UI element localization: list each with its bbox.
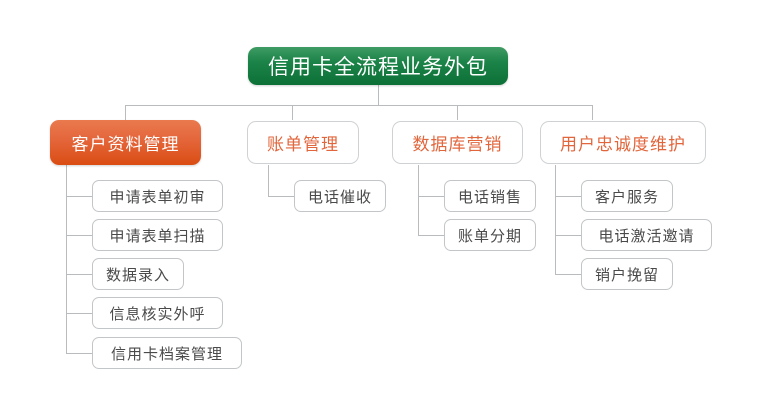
leaf-node-account-closure-retention[interactable]: 销户挽留 [581,258,673,290]
leaf-node-label: 信息核实外呼 [109,306,206,323]
connector-drop-branch-3 [457,105,458,120]
connector-stub-b1-c1 [66,196,92,197]
connector-trunk-branch-1 [66,165,67,354]
connector-trunk-branch-2 [268,165,269,197]
leaf-node-bill-installment[interactable]: 账单分期 [444,219,536,251]
leaf-node-label: 电话激活邀请 [598,228,695,245]
branch-node-label: 用户忠诚度维护 [560,135,686,154]
leaf-node-phone-activation-invitation[interactable]: 电话激活邀请 [581,219,712,251]
connector-trunk-branch-4 [555,165,556,275]
connector-stub-b1-c4 [66,313,92,314]
branch-node-database-marketing[interactable]: 数据库营销 [392,121,523,164]
leaf-node-info-verification-outbound-call[interactable]: 信息核实外呼 [92,297,223,329]
connector-stub-b1-c2 [66,235,92,236]
leaf-node-label: 账单分期 [457,228,522,245]
leaf-node-label: 电话催收 [307,189,372,206]
leaf-node-label: 销户挽留 [594,267,659,284]
leaf-node-data-entry[interactable]: 数据录入 [92,258,184,290]
leaf-node-phone-collection[interactable]: 电话催收 [294,180,386,212]
root-node-label: 信用卡全流程业务外包 [268,55,488,79]
connector-trunk-branch-3 [418,165,419,236]
connector-drop-branch-4 [592,105,593,120]
leaf-node-label: 申请表单初审 [109,189,206,206]
leaf-node-label: 信用卡档案管理 [110,346,223,363]
leaf-node-credit-card-archive-management[interactable]: 信用卡档案管理 [92,337,242,369]
connector-stub-b3-c1 [418,196,444,197]
connector-root-stem [378,85,379,105]
branch-node-billing-management[interactable]: 账单管理 [247,121,359,164]
connector-stub-b4-c3 [555,274,581,275]
connector-stub-b4-c2 [555,235,581,236]
connector-stub-b2-c1 [268,196,294,197]
leaf-node-label: 数据录入 [105,267,170,284]
connector-stub-b4-c1 [555,196,581,197]
leaf-node-application-form-review[interactable]: 申请表单初审 [92,180,223,212]
connector-root-bus [125,105,592,106]
leaf-node-label: 客户服务 [594,189,659,206]
leaf-node-customer-service[interactable]: 客户服务 [581,180,673,212]
leaf-node-application-form-scan[interactable]: 申请表单扫描 [92,219,223,251]
branch-node-label: 数据库营销 [412,135,503,154]
connector-stub-b1-c5 [66,353,92,354]
branch-node-loyalty-maintenance[interactable]: 用户忠诚度维护 [540,121,706,164]
branch-node-label: 账单管理 [267,135,339,154]
leaf-node-label: 申请表单扫描 [109,228,206,245]
connector-stub-b1-c3 [66,274,92,275]
leaf-node-label: 电话销售 [457,189,522,206]
connector-stub-b3-c2 [418,235,444,236]
connector-drop-branch-1 [125,105,126,120]
branch-node-label: 客户资料管理 [71,135,180,154]
branch-node-customer-data-management[interactable]: 客户资料管理 [50,120,201,165]
connector-drop-branch-2 [292,105,293,120]
leaf-node-telesales[interactable]: 电话销售 [444,180,536,212]
root-node[interactable]: 信用卡全流程业务外包 [248,47,508,85]
